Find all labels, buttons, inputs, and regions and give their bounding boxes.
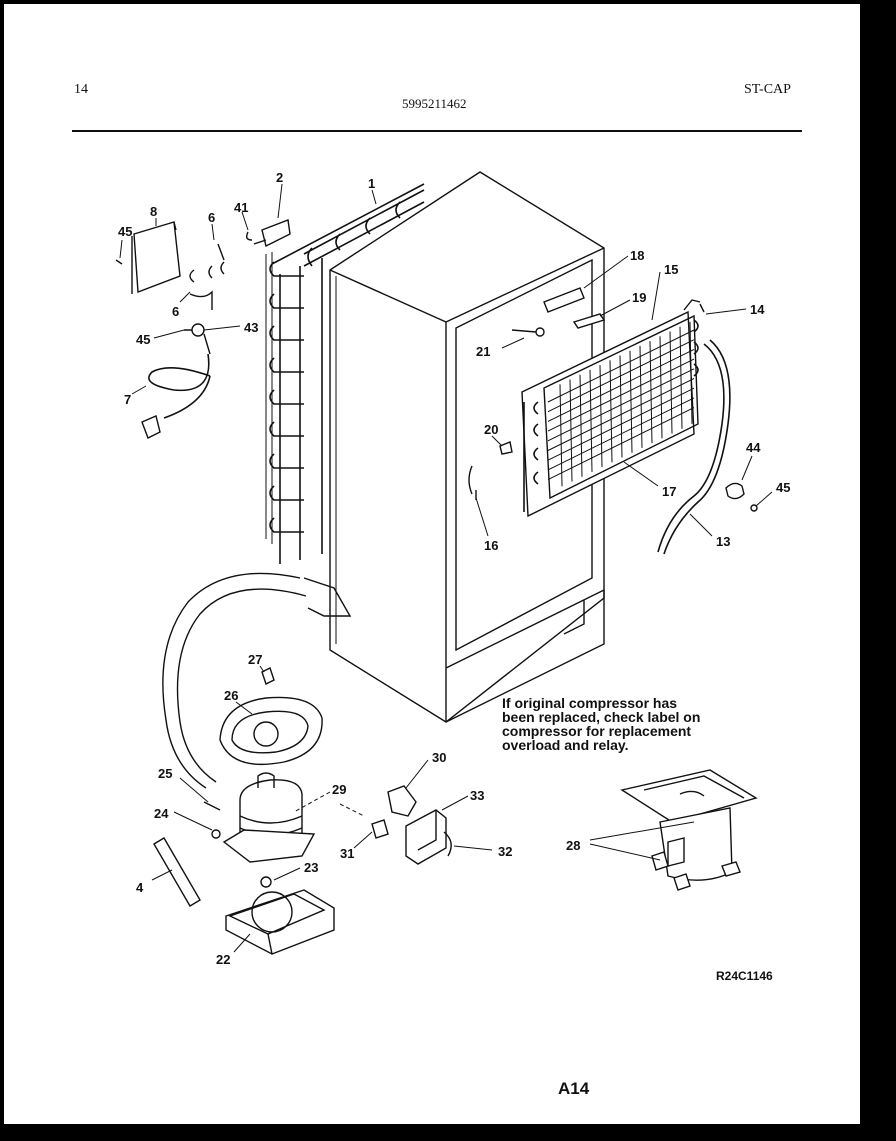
evaporator-tube [689,321,693,424]
callout-17: 17 [662,484,676,499]
callout-18: 18 [630,248,644,263]
evaporator-tube [649,341,653,444]
part-number: 5995211462 [402,96,467,111]
drain-hose-and-pan [162,572,352,811]
evaporator-fin [547,339,695,413]
suction-line-tube [657,339,731,555]
callout-16: 16 [484,538,498,553]
evaporator-tube [619,355,623,458]
evaporator-fin [547,407,695,481]
callout-8: 8 [150,204,157,219]
evaporator-tube [599,365,603,468]
evaporator-tube [669,331,673,434]
evaporator-tube [639,345,643,448]
callout-30: 30 [432,750,446,765]
evaporator-tube [659,336,663,439]
callout-45-right: 45 [776,480,790,495]
callout-44: 44 [746,440,761,455]
compressor [211,772,316,888]
page-number: 14 [74,82,88,97]
callout-13: 13 [716,534,730,549]
callout-33: 33 [470,788,484,803]
callout-29: 29 [332,782,346,797]
callout-21: 21 [476,344,490,359]
evaporator-fin [547,397,695,471]
evaporator-fin [547,329,695,403]
condenser-coil [265,183,425,564]
note-line-4: overload and relay. [502,737,629,753]
callout-25: 25 [158,766,172,781]
section-code: ST-CAP [744,82,791,97]
evaporator-tube [569,379,573,482]
evaporator-tube [579,374,583,477]
footer-page-label: A14 [558,1079,590,1098]
note-line-3: compressor for replacement [502,723,691,739]
callout-20: 20 [484,422,498,437]
header-rule [72,130,802,132]
callout-45-left: 45 [136,332,150,347]
callout-24: 24 [154,806,169,821]
electrical-parts [115,219,291,439]
callout-1: 1 [368,176,375,191]
callout-26: 26 [224,688,238,703]
callout-28: 28 [566,838,580,853]
evaporator-tube [559,384,563,487]
evaporator-tube [679,326,683,429]
leader-lines [119,183,773,953]
evaporator-parts [468,287,758,512]
callout-32: 32 [498,844,512,859]
callout-19: 19 [632,290,646,305]
drawing-code: R24C1146 [716,969,773,983]
callout-6-top: 6 [208,210,215,225]
callout-43: 43 [244,320,258,335]
callout-45-top: 45 [118,224,132,239]
callout-14: 14 [750,302,765,317]
callout-4: 4 [136,880,144,895]
evaporator-tube [629,350,633,453]
note-line-1: If original compressor has [502,695,677,711]
callout-31: 31 [340,846,354,861]
note-line-2: been replaced, check label on [502,709,700,725]
replacement-note: If original compressor has been replaced… [502,695,700,753]
callout-23: 23 [304,860,318,875]
diagram-sheet: 14 5995211462 ST-CAP [4,4,860,1124]
callout-2: 2 [276,170,283,185]
evaporator-coil [521,299,705,518]
callout-15: 15 [664,262,678,277]
callout-27: 27 [248,652,262,667]
exploded-view-drawing: 1 2 41 8 45 6 6 45 43 7 18 15 19 14 21 2… [115,170,790,1098]
callout-labels: 1 2 41 8 45 6 6 45 43 7 18 15 19 14 21 2… [118,170,790,967]
evaporator-tube [589,369,593,472]
refrigerator-cabinet [329,171,605,723]
filter-dryer [153,837,201,907]
callout-22: 22 [216,952,230,967]
evaporator-tube [609,360,613,463]
callout-6-lower: 6 [172,304,179,319]
replacement-compressor [620,769,758,891]
callout-41: 41 [234,200,248,215]
relay-and-overload [371,785,452,865]
callout-7: 7 [124,392,131,407]
compressor-base-bracket [225,889,335,955]
